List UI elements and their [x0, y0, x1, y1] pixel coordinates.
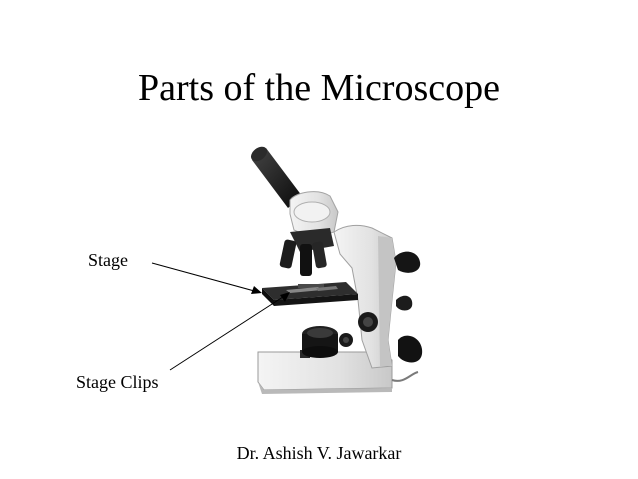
power-cord	[391, 371, 419, 382]
slide-title: Parts of the Microscope	[138, 67, 500, 109]
light-source	[302, 326, 338, 358]
microscope-arm	[333, 224, 397, 369]
fine-focus-knob	[339, 333, 353, 347]
stage-arrow	[151, 262, 262, 294]
stage-label: Stage	[88, 250, 128, 270]
stage-clips-arrow	[169, 292, 290, 371]
stage-clips	[286, 286, 338, 293]
eyepiece-tube	[251, 146, 302, 208]
nosepiece	[279, 228, 334, 276]
microscope-stage	[262, 282, 358, 306]
side-knobs	[394, 251, 423, 363]
stage-clips-label: Stage Clips	[76, 372, 159, 392]
coarse-focus-knob	[358, 312, 378, 332]
microscope-base	[257, 350, 393, 394]
author-credit: Dr. Ashish V. Jawarkar	[236, 443, 402, 463]
microscope-head	[289, 191, 339, 239]
